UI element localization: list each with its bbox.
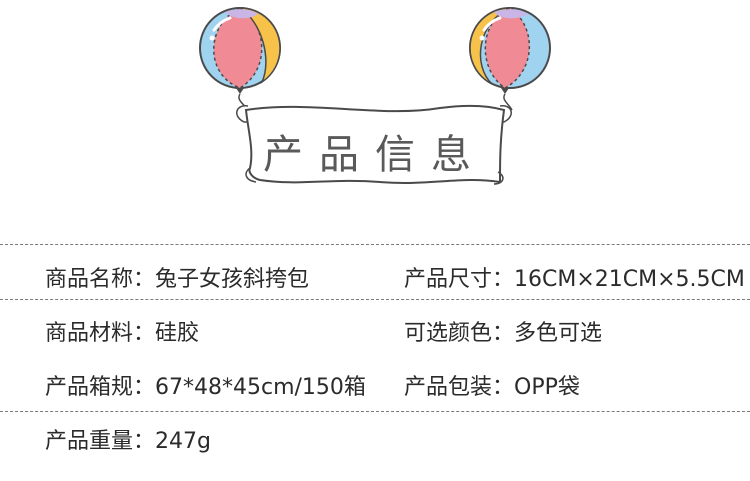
left-balloon-icon bbox=[199, 7, 281, 111]
spec-size-label: 产品尺寸： bbox=[404, 267, 515, 292]
spec-colors-value: 多色可选 bbox=[514, 321, 603, 346]
divider-middle bbox=[0, 299, 750, 300]
spec-carton: 产品箱规：67*48*45cm/150箱 bbox=[45, 373, 366, 403]
spec-weight: 产品重量：247g bbox=[45, 427, 211, 457]
divider-lower bbox=[0, 411, 750, 412]
spec-carton-label: 产品箱规： bbox=[45, 375, 156, 400]
spec-size: 产品尺寸：16CM×21CM×5.5CM bbox=[404, 265, 745, 295]
spec-packaging-label: 产品包装： bbox=[404, 375, 515, 400]
spec-weight-value: 247g bbox=[155, 429, 211, 454]
spec-size-value: 16CM×21CM×5.5CM bbox=[514, 267, 745, 292]
spec-material-value: 硅胶 bbox=[155, 321, 200, 346]
header-illustration bbox=[199, 7, 551, 185]
spec-name-value: 兔子女孩斜挎包 bbox=[155, 267, 310, 292]
spec-material-label: 商品材料： bbox=[45, 321, 156, 346]
spec-carton-value: 67*48*45cm/150箱 bbox=[155, 375, 366, 400]
spec-packaging: 产品包装：OPP袋 bbox=[404, 373, 580, 403]
spec-weight-label: 产品重量： bbox=[45, 429, 156, 454]
scroll-banner bbox=[236, 104, 512, 185]
divider-top bbox=[0, 244, 750, 245]
spec-name-label: 商品名称： bbox=[45, 267, 156, 292]
right-balloon-icon bbox=[469, 7, 551, 111]
banner-title: 产品信息 bbox=[263, 132, 487, 178]
spec-colors-label: 可选颜色： bbox=[404, 321, 515, 346]
spec-material: 商品材料：硅胶 bbox=[45, 319, 199, 349]
spec-packaging-value: OPP袋 bbox=[514, 375, 580, 400]
spec-colors: 可选颜色：多色可选 bbox=[404, 319, 602, 349]
spec-name: 商品名称：兔子女孩斜挎包 bbox=[45, 265, 309, 295]
